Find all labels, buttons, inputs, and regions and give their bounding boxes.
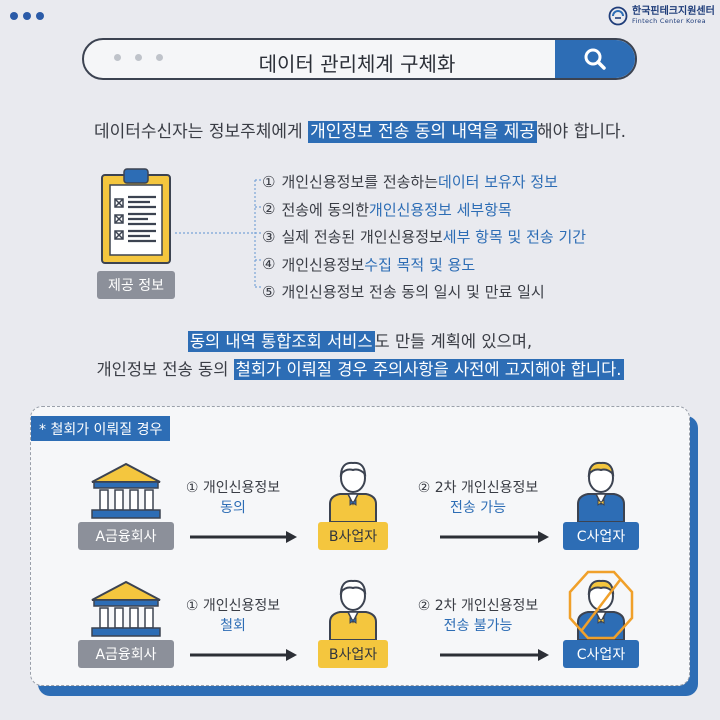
bank-icon (91, 462, 161, 519)
provide-info-label: 제공 정보 (97, 271, 175, 299)
search-icon (584, 48, 606, 70)
mid-highlight-2: 철회가 이뤄질 경우 주의사항을 사전에 고지해야 합니다. (233, 359, 624, 380)
search-bar[interactable]: 데이터 관리체계 구체화 (82, 38, 637, 80)
arrow-right-icon (190, 649, 297, 661)
logo: 한국핀테크지원센터 Fintech Center Korea (608, 6, 715, 26)
page-title: 데이터 관리체계 구체화 (258, 52, 456, 76)
intro-post: 해야 합니다. (537, 122, 627, 142)
arrow-right-icon (440, 649, 549, 661)
person-icon (329, 579, 377, 640)
logo-english-text: Fintech Center Korea (632, 16, 706, 25)
bank-icon (91, 580, 161, 637)
c-business-label: C사업자 (563, 522, 639, 550)
a-finance-label: A금융회사 (78, 522, 174, 550)
intro-highlight: 개인정보 전송 동의 내역을 제공 (308, 121, 538, 143)
logo-emblem-icon (608, 6, 628, 26)
c-business-label: C사업자 (563, 640, 639, 668)
arrow-right-icon (440, 531, 549, 543)
person-blocked-icon (568, 570, 634, 640)
connector-lines (175, 179, 263, 288)
search-button[interactable] (555, 40, 635, 78)
mid-highlight-1: 동의 내역 통합조회 서비스 (187, 331, 375, 352)
intro-pre: 데이터수신자는 정보주체에게 (93, 122, 309, 142)
logo-korean-text: 한국핀테크지원센터 (632, 6, 715, 18)
person-icon (577, 461, 625, 522)
menu-dots-icon (10, 12, 44, 20)
a-finance-label: A금융회사 (78, 640, 174, 668)
search-dots-icon (114, 54, 163, 61)
person-icon (329, 461, 377, 522)
box-tag: * 철회가 이뤄질 경우 (31, 416, 171, 441)
b-business-label: B사업자 (318, 640, 388, 668)
b-business-label: B사업자 (318, 522, 388, 550)
clipboard-icon (101, 168, 171, 264)
arrow-right-icon (190, 531, 297, 543)
